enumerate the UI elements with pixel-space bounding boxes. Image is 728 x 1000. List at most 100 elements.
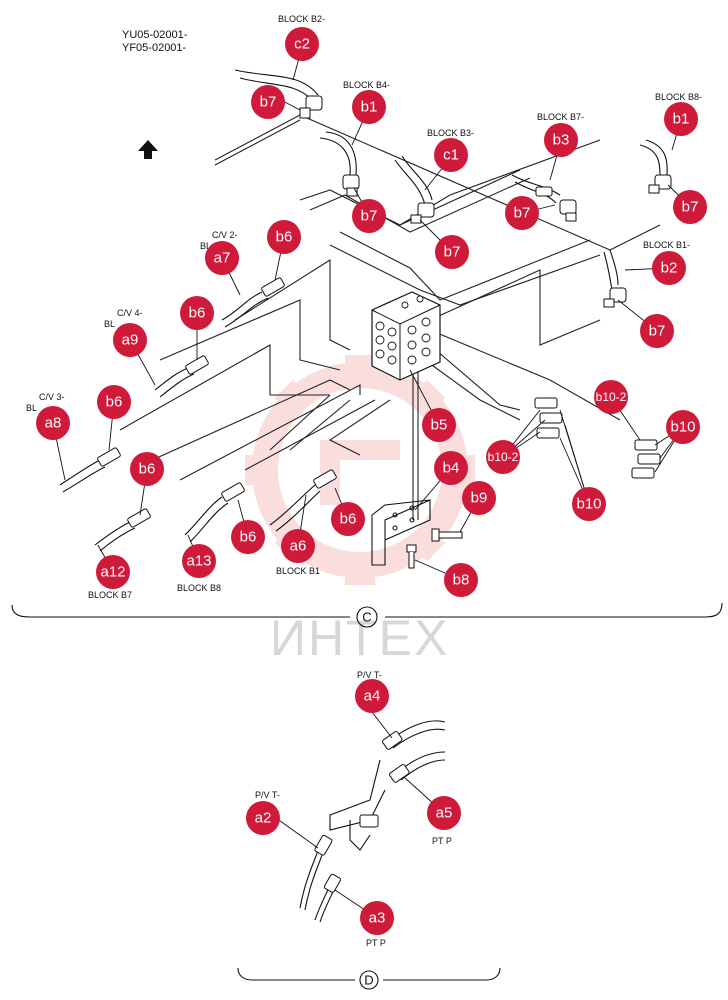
callout-b8: b8: [444, 563, 478, 597]
svg-text:a13: a13: [186, 553, 211, 570]
svg-text:a2: a2: [255, 810, 272, 827]
section-d-fittings: [314, 731, 410, 893]
section-d-bracket: [237, 967, 501, 990]
callout-b5: b5: [422, 408, 456, 442]
callout-b10-2: b10-2: [486, 440, 520, 474]
callout-b10-2: b10-2: [594, 380, 628, 414]
svg-text:b6: b6: [340, 511, 357, 528]
callout-b10: b10: [572, 487, 606, 521]
callout-b9: b9: [462, 481, 496, 515]
svg-text:b6: b6: [106, 394, 123, 411]
label-pv-a2: P/V T-: [255, 790, 280, 800]
label-a12-block: BLOCK B7: [88, 590, 132, 600]
straight-fittings: [97, 277, 337, 528]
svg-text:a4: a4: [364, 688, 381, 705]
b10-connectors: [534, 397, 661, 479]
label-a6-block: BLOCK B1: [276, 566, 320, 576]
label-ptp-a5: PT P: [432, 836, 452, 846]
callout-b6: b6: [180, 296, 214, 330]
watermark-text: ИНТЕХ: [270, 610, 449, 666]
label-block-b4: BLOCK B4-: [343, 80, 390, 90]
callout-b10: b10: [666, 410, 700, 444]
label-block-b2: BLOCK B2-: [278, 14, 325, 24]
callout-a12: a12: [96, 555, 130, 589]
callout-c2: c2: [285, 27, 319, 61]
callout-b7: b7: [352, 199, 386, 233]
svg-text:b7: b7: [514, 205, 531, 222]
svg-text:b3: b3: [553, 132, 570, 149]
svg-text:b5: b5: [431, 417, 448, 434]
section-c-bracket: [11, 602, 723, 628]
svg-text:b7: b7: [682, 199, 699, 216]
svg-text:b7: b7: [444, 244, 461, 261]
callout-b7: b7: [640, 314, 674, 348]
callout-b7: b7: [505, 196, 539, 230]
callout-b7: b7: [435, 235, 469, 269]
svg-text:b7: b7: [361, 208, 378, 225]
callout-a3: a3: [360, 901, 394, 935]
elbow-fittings: [299, 95, 672, 308]
svg-text:b10: b10: [670, 419, 695, 436]
svg-text:b6: b6: [240, 529, 257, 546]
callout-a4: a4: [355, 679, 389, 713]
callout-b6: b6: [130, 452, 164, 486]
part-labels: BLOCK B2- BLOCK B4- BLOCK B3- BLOCK B7- …: [26, 14, 702, 948]
section-d-leaders: [275, 711, 445, 919]
callout-b2: b2: [652, 251, 686, 285]
bolt-b8: [406, 544, 417, 569]
svg-text:b8: b8: [453, 572, 470, 589]
callout-b7: b7: [673, 190, 707, 224]
svg-text:c2: c2: [294, 36, 310, 53]
model-code-2: YF05-02001-: [122, 42, 187, 54]
callout-b6: b6: [331, 502, 365, 536]
callout-a2: a2: [246, 801, 280, 835]
callout-b6: b6: [231, 520, 265, 554]
label-block-b8: BLOCK B8-: [655, 92, 702, 102]
svg-text:b6: b6: [276, 229, 293, 246]
section-c-label: C: [362, 610, 371, 625]
svg-text:a12: a12: [100, 564, 125, 581]
svg-text:a5: a5: [436, 805, 453, 822]
callouts: c2 b7 b1 c1 b7 b3 b7 b1 b7 b7 b2 b7 b6 a…: [36, 27, 707, 935]
label-cv4: C/V 4-: [117, 308, 143, 318]
manifold-block: [371, 291, 441, 381]
hose-routing: [119, 114, 661, 520]
hoses-top: [234, 69, 668, 291]
callout-b1: b1: [352, 90, 386, 124]
label-bl-b3: BL: [26, 403, 37, 413]
callout-a6: a6: [281, 529, 315, 563]
svg-text:a9: a9: [122, 332, 139, 349]
callout-a7: a7: [205, 241, 239, 275]
callout-a8: a8: [36, 406, 70, 440]
svg-text:c1: c1: [443, 147, 459, 164]
callout-a9: a9: [113, 323, 147, 357]
label-block-b1: BLOCK B1-: [643, 240, 690, 250]
bolt-b9: [431, 528, 463, 542]
callout-b1: b1: [664, 102, 698, 136]
svg-text:b7: b7: [260, 94, 277, 111]
label-bl-b4: BL: [104, 319, 115, 329]
callout-b4: b4: [434, 451, 468, 485]
label-cv2: C/V 2-: [212, 230, 238, 240]
label-cv3: C/V 3-: [39, 392, 65, 402]
svg-text:a8: a8: [45, 415, 62, 432]
svg-text:a7: a7: [214, 250, 231, 267]
label-block-b7: BLOCK B7-: [537, 112, 584, 122]
svg-text:b10-2: b10-2: [488, 450, 519, 464]
svg-text:b10: b10: [576, 496, 601, 513]
svg-text:b7: b7: [649, 323, 666, 340]
callout-b3: b3: [544, 123, 578, 157]
svg-text:b2: b2: [661, 260, 678, 277]
svg-text:b6: b6: [139, 461, 156, 478]
svg-text:b9: b9: [471, 490, 488, 507]
mounting-bracket: [371, 499, 431, 566]
svg-text:a3: a3: [369, 910, 386, 927]
callout-b6: b6: [267, 220, 301, 254]
front-arrow-icon: [138, 140, 158, 159]
svg-text:b6: b6: [189, 305, 206, 322]
callout-b6: b6: [97, 385, 131, 419]
callout-a13: a13: [182, 544, 216, 578]
hoses-left: [59, 291, 321, 552]
label-bl-b2: BL: [200, 241, 211, 251]
